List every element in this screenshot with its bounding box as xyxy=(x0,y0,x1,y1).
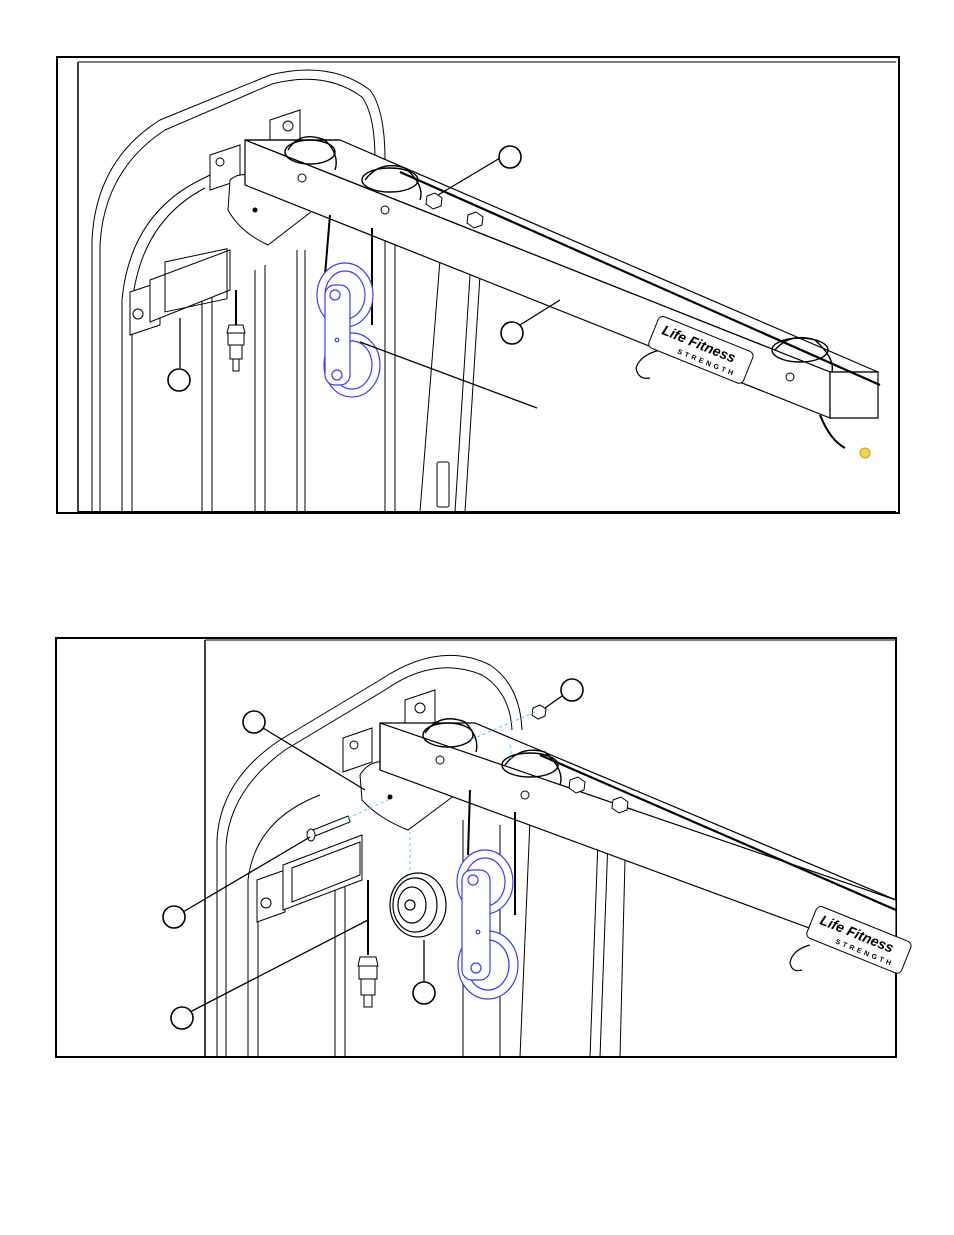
figure-bottom: Life Fitness STRENGTH xyxy=(56,638,913,1057)
hook-icon xyxy=(636,350,660,378)
cable-stop xyxy=(227,290,245,371)
callout-1 xyxy=(438,146,521,195)
figure-top: Life Fitness STRENGTH xyxy=(78,62,896,512)
floating-pulley-block xyxy=(317,263,380,397)
pulley-icon xyxy=(390,873,446,937)
callout-1 xyxy=(545,679,583,708)
bolt-icon xyxy=(307,816,350,841)
callout-4 xyxy=(171,920,368,1029)
callout-5 xyxy=(413,940,435,1004)
floating-pulley-block xyxy=(457,850,518,999)
leader-line xyxy=(360,342,537,408)
cable xyxy=(400,172,880,385)
hook-icon xyxy=(790,945,810,971)
weight-stack-tag xyxy=(437,462,449,507)
callout-3 xyxy=(168,318,190,391)
cable-end-icon xyxy=(860,448,870,458)
cable-stop xyxy=(358,957,378,1007)
